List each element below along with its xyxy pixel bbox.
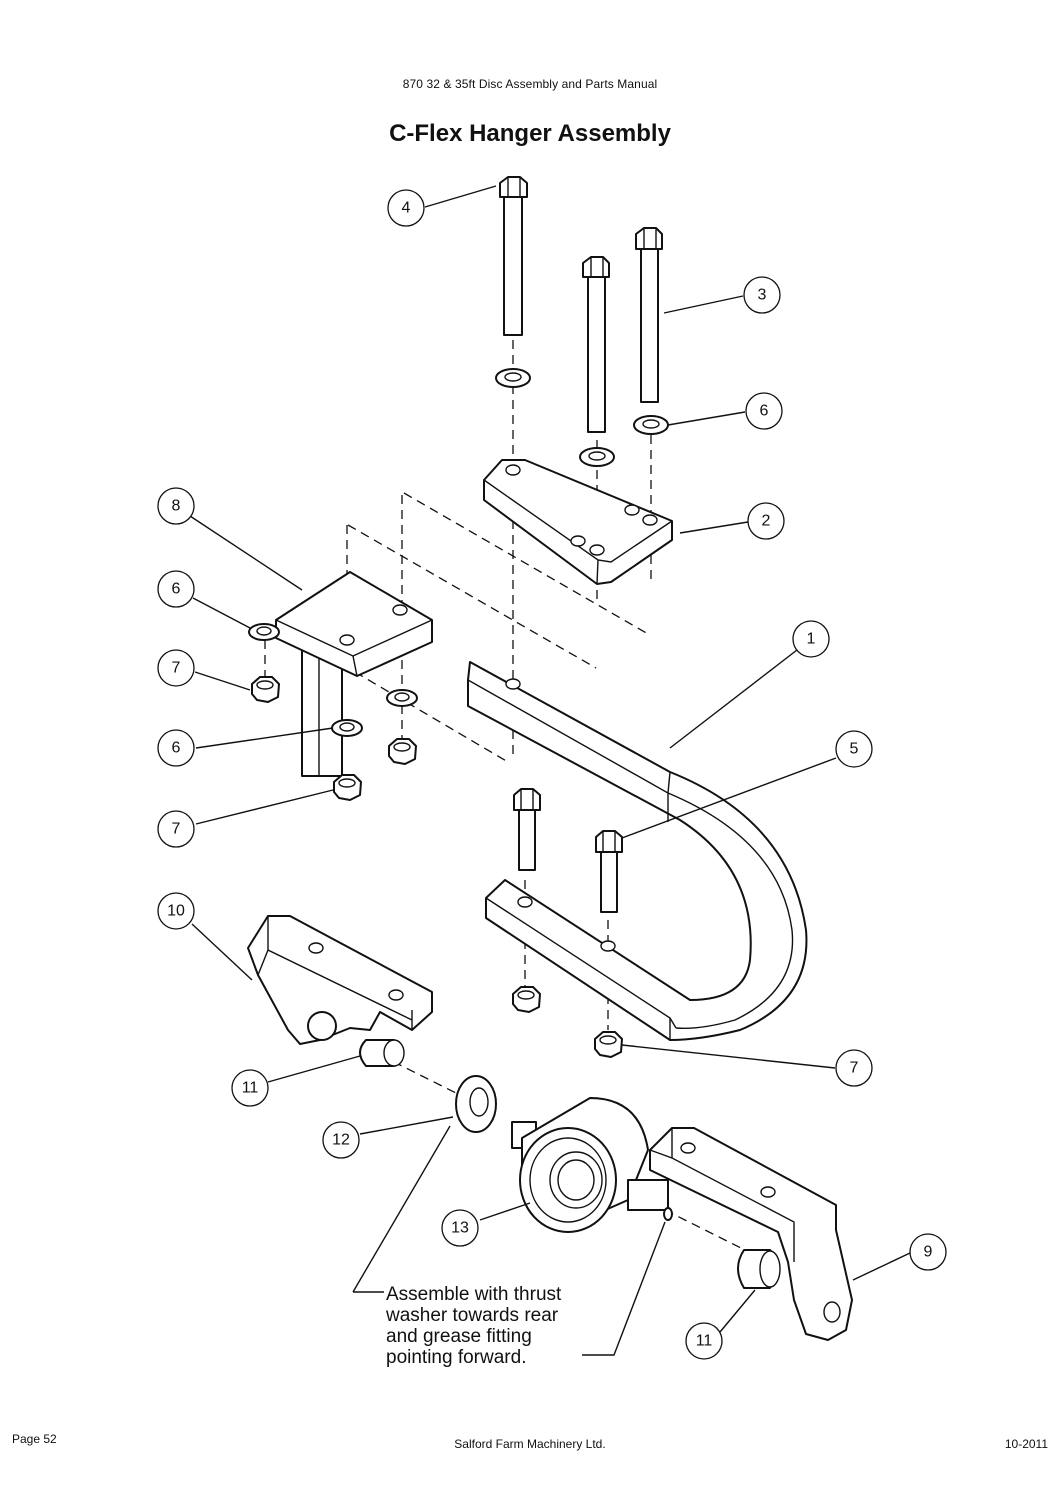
svg-text:7: 7 [172,660,181,677]
bolt-part-4 [499,176,528,336]
callout-1: 1 [792,620,830,658]
callout-9: 9 [909,1233,947,1271]
svg-text:7: 7 [172,821,181,838]
revision-date: 10-2011 [1004,1437,1048,1451]
callout-5: 5 [835,730,873,768]
svg-text:1: 1 [807,631,816,648]
leader-lines [189,185,911,1356]
callout-8: 8 [157,487,195,525]
company-name: Salford Farm Machinery Ltd. [454,1437,606,1451]
nut-bracket-lower [333,774,362,801]
nut-lower-right [594,1031,623,1058]
callout-6-left: 6 [157,570,195,608]
svg-text:3: 3 [758,287,767,304]
nut-left-upper [251,676,280,703]
svg-text:5: 5 [850,741,859,758]
bolt-part-3-a [582,256,610,433]
bushing-part-11-b [737,1249,781,1289]
callout-11-left: 11 [231,1069,269,1107]
svg-text:6: 6 [172,740,181,757]
callout-7-lower: 7 [157,810,195,848]
mount-part-9 [649,1127,853,1341]
svg-text:6: 6 [760,403,769,420]
washer-bracket-left [248,623,280,641]
washer-top-left [495,368,531,388]
page-number: Page 52 [12,1432,57,1446]
bearing-part-13 [511,1097,673,1233]
thrust-washer-part-12 [455,1075,497,1133]
washer-bracket-lower [331,719,363,737]
callout-3: 3 [743,276,781,314]
callout-10: 10 [157,892,195,930]
callout-6-lower: 6 [157,729,195,767]
svg-text:7: 7 [850,1060,859,1077]
washer-bracket-right [386,689,418,707]
svg-text:10: 10 [167,903,185,920]
manual-header: 870 32 & 35ft Disc Assembly and Parts Ma… [402,77,658,91]
callout-4: 4 [387,189,425,227]
svg-text:12: 12 [332,1132,350,1149]
washer-top-mid [579,447,615,467]
plate-part-2 [483,459,673,585]
page-title: C-Flex Hanger Assembly [389,120,671,147]
callout-13: 13 [441,1209,479,1247]
svg-text:2: 2 [762,513,771,530]
callout-6-top: 6 [745,392,783,430]
bolt-part-5-a [513,788,541,871]
nut-lower-left [512,986,541,1013]
svg-text:8: 8 [172,498,181,515]
svg-text:13: 13 [451,1220,469,1237]
bolt-part-3-b [635,227,663,403]
svg-text:4: 4 [402,200,411,217]
svg-text:6: 6 [172,581,181,598]
mount-part-10 [247,915,433,1045]
nut-bracket-right [388,738,417,765]
bolt-part-5-b [595,830,623,913]
callout-7-upper: 7 [157,649,195,687]
callout-12: 12 [322,1121,360,1159]
washer-top-right [633,415,669,435]
callout-11-right: 11 [685,1322,723,1360]
assembly-note: Assemble with thrust washer towards rear… [386,1284,562,1368]
svg-text:11: 11 [696,1333,713,1350]
c-flex-part-1 [467,661,808,1041]
svg-text:9: 9 [924,1244,933,1261]
svg-text:11: 11 [242,1080,259,1097]
callout-7-right: 7 [835,1049,873,1087]
bracket-part-8 [275,571,433,777]
bushing-part-11-a [359,1039,405,1067]
callout-2: 2 [747,502,785,540]
